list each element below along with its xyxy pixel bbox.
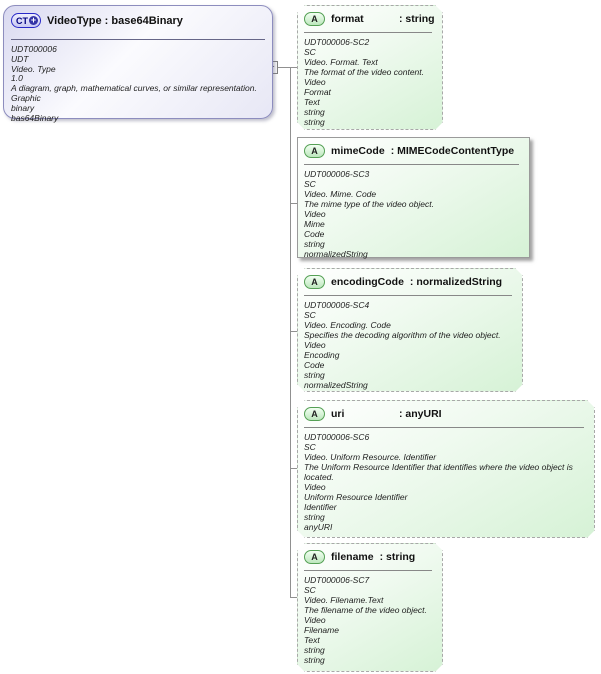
attribute-node-uri[interactable]: A uri : anyURI UDT000006-SC6 SC Video. U…: [297, 400, 595, 538]
attribute-type: : MIMECodeContentType: [390, 145, 515, 157]
connector-branch-filename: [290, 597, 297, 598]
attribute-type: : normalizedString: [409, 276, 503, 288]
attribute-type: : string: [399, 13, 435, 25]
root-header: CT+ VideoType : base64Binary: [4, 6, 272, 32]
attribute-name: uri: [331, 408, 345, 420]
attribute-details: UDT000006-SC6 SC Video. Uniform Resource…: [304, 432, 573, 532]
complextype-badge-icon: CT+: [11, 13, 41, 28]
attribute-header: A uri : anyURI: [298, 401, 594, 424]
header-separator: [304, 295, 512, 296]
root-title: VideoType : base64Binary: [47, 14, 183, 27]
header-separator: [304, 427, 584, 428]
attribute-header: A mimeCode : MIMECodeContentType: [298, 138, 529, 161]
complextype-badge-label: CT: [16, 15, 28, 26]
attribute-name: encodingCode: [331, 276, 404, 288]
attribute-node-mimecode[interactable]: A mimeCode : MIMECodeContentType UDT0000…: [297, 137, 530, 259]
attribute-header: A filename : string: [298, 544, 442, 567]
attribute-header: A format : string: [298, 6, 442, 29]
connector-branch-encodingcode: [290, 331, 297, 332]
attribute-name: format: [331, 13, 364, 25]
root-node-videotype[interactable]: CT+ VideoType : base64Binary UDT000006 U…: [3, 5, 273, 123]
attribute-node-encodingcode[interactable]: A encodingCode : normalizedString UDT000…: [297, 268, 523, 392]
attribute-details: UDT000006-SC2 SC Video. Format. Text The…: [304, 37, 425, 127]
root-details: UDT000006 UDT Video. Type 1.0 A diagram,…: [11, 44, 257, 123]
connector-branch-mimecode: [290, 203, 297, 204]
attribute-node-filename[interactable]: A filename : string UDT000006-SC7 SC Vid…: [297, 543, 443, 672]
plus-icon: +: [29, 15, 38, 25]
attribute-type: : anyURI: [399, 408, 442, 420]
attribute-badge-icon: A: [304, 407, 325, 421]
attribute-name: mimeCode: [331, 145, 385, 157]
connector-trunk: [290, 67, 291, 598]
attribute-badge-icon: A: [304, 550, 325, 564]
attribute-badge-icon: A: [304, 275, 325, 289]
attribute-details: UDT000006-SC3 SC Video. Mime. Code The m…: [304, 169, 434, 259]
attribute-badge-icon: A: [304, 12, 325, 26]
header-separator: [11, 39, 265, 40]
header-separator: [304, 570, 432, 571]
attribute-type: : string: [379, 551, 416, 563]
connector-branch-uri: [290, 468, 297, 469]
attribute-details: UDT000006-SC4 SC Video. Encoding. Code S…: [304, 300, 501, 390]
header-separator: [304, 164, 519, 165]
attribute-header: A encodingCode : normalizedString: [298, 269, 522, 292]
attribute-details: UDT000006-SC7 SC Video. Filename.Text Th…: [304, 575, 427, 665]
attribute-name: filename: [331, 551, 374, 563]
attribute-badge-icon: A: [304, 144, 325, 158]
connector-root-to-trunk: [272, 67, 297, 68]
attribute-node-format[interactable]: A format : string UDT000006-SC2 SC Video…: [297, 5, 443, 130]
header-separator: [304, 32, 432, 33]
